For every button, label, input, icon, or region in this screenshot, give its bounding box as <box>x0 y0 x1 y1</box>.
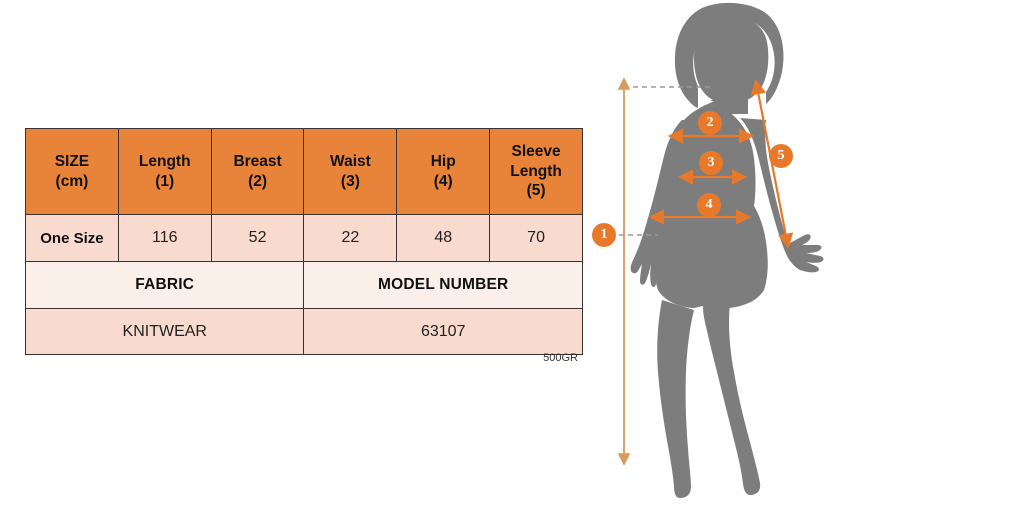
column-header-waist-line2: (3) <box>340 172 360 190</box>
marker-badge-5: 5 <box>769 144 793 168</box>
cell-sleeve-length: 70 <box>489 214 583 262</box>
cell-breast: 52 <box>210 214 305 262</box>
marker-badge-3: 3 <box>699 151 723 175</box>
column-header-breast-line1: Breast <box>233 153 282 171</box>
column-header-length-line1: Length <box>138 153 191 171</box>
size-chart-table: SIZE (cm) Length (1) Breast (2) Waist (3… <box>24 128 583 355</box>
column-header-sleeve-line1: Sleeve <box>511 143 561 161</box>
column-header-size-line1: SIZE <box>54 153 90 171</box>
weight-note: 500GR <box>543 352 578 364</box>
table-header-row: SIZE (cm) Length (1) Breast (2) Waist (3… <box>25 128 583 215</box>
cell-waist: 22 <box>303 214 398 262</box>
cell-hip: 48 <box>396 214 491 262</box>
female-body-silhouette <box>630 2 824 498</box>
cell-size-name: One Size <box>25 214 119 262</box>
column-header-breast: Breast (2) <box>210 128 305 215</box>
column-header-hip-line1: Hip <box>430 153 456 171</box>
table-row: One Size 116 52 22 48 70 <box>25 214 583 262</box>
measurement-figure-panel: 1 2 3 4 5 <box>590 0 1024 532</box>
column-header-waist-line1: Waist <box>330 153 371 171</box>
cell-fabric-value: KNITWEAR <box>24 308 305 355</box>
marker-badge-4: 4 <box>697 193 721 217</box>
column-header-sleeve-length: Sleeve Length (5) <box>489 128 583 215</box>
column-header-hip: Hip (4) <box>396 128 491 215</box>
column-header-length-line2: (1) <box>155 172 175 190</box>
marker-badge-2: 2 <box>698 111 722 135</box>
section-header-model-number: MODEL NUMBER <box>303 261 583 309</box>
column-header-breast-line2: (2) <box>248 172 268 190</box>
column-header-sleeve-line3: (5) <box>526 182 546 200</box>
table-section-value-row: KNITWEAR 63107 <box>24 308 583 355</box>
table-section-header-row: FABRIC MODEL NUMBER <box>24 261 583 309</box>
marker-badge-1: 1 <box>592 223 616 247</box>
column-header-size: SIZE (cm) <box>25 128 119 215</box>
female-silhouette-diagram <box>610 2 824 498</box>
cell-model-number-value: 63107 <box>303 308 583 355</box>
column-header-waist: Waist (3) <box>303 128 398 215</box>
column-header-length: Length (1) <box>117 128 212 215</box>
section-header-fabric: FABRIC <box>24 261 305 309</box>
cell-length: 116 <box>117 214 212 262</box>
column-header-hip-line2: (4) <box>433 172 453 190</box>
column-header-size-line2: (cm) <box>55 172 89 190</box>
column-header-sleeve-line2: Length <box>510 162 562 180</box>
size-chart-table-container: SIZE (cm) Length (1) Breast (2) Waist (3… <box>24 128 583 355</box>
